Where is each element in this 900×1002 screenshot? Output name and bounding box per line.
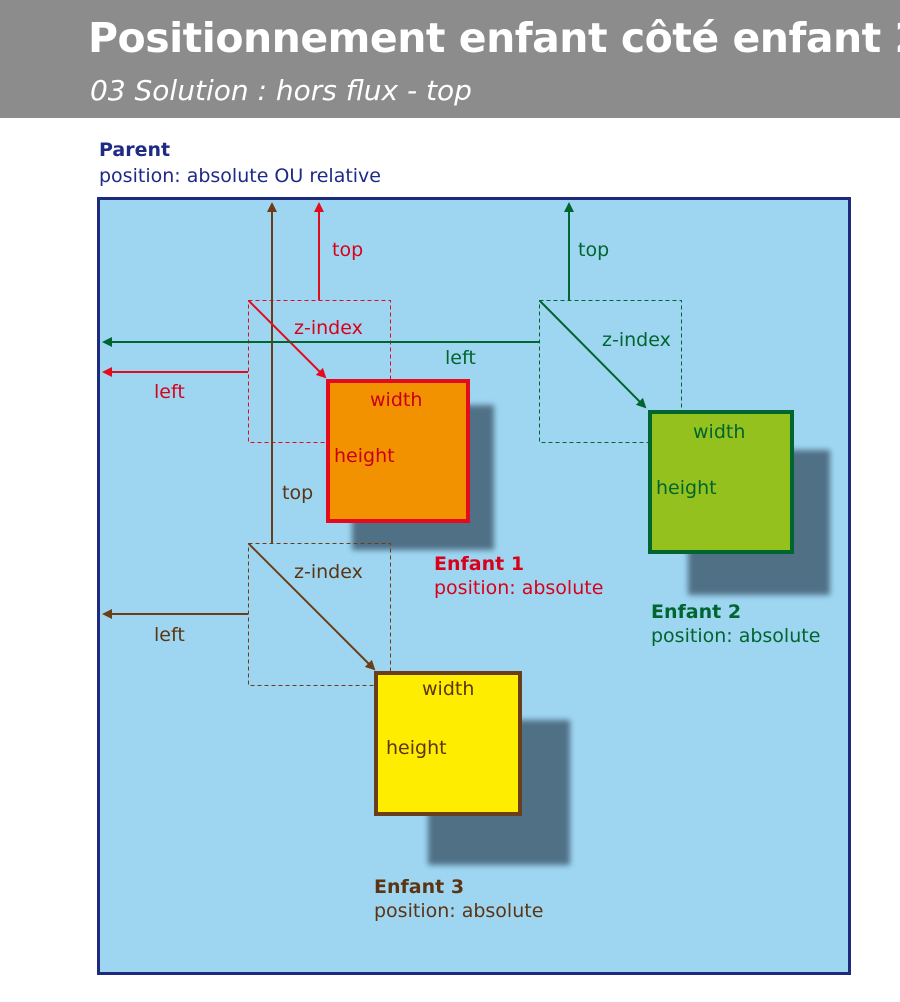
enfant1-left-label: left (154, 381, 185, 403)
enfant1-height-label: height (334, 445, 395, 467)
enfant1-zindex-label: z-index (294, 317, 363, 339)
enfant3-position: position: absolute (374, 900, 544, 922)
enfant1-label: Enfant 1 position: absolute (434, 552, 603, 600)
enfant2-zindex-label: z-index (602, 329, 671, 351)
enfant3-zindex-arrow (248, 543, 376, 671)
enfant1-width-label: width (370, 389, 423, 411)
enfant2-width-label: width (693, 421, 746, 443)
enfant1-title: Enfant 1 (434, 553, 525, 575)
enfant2-position: position: absolute (651, 625, 821, 647)
enfant2-label: Enfant 2 position: absolute (651, 600, 820, 648)
enfant1-box: width height (326, 379, 470, 523)
enfant1-zindex-arrow (248, 300, 327, 379)
header-banner: Positionnement enfant côté enfant 2 03 S… (0, 0, 900, 118)
enfant3-left-label: left (154, 624, 185, 646)
enfant2-left-label: left (445, 347, 476, 369)
enfant2-top-label: top (578, 239, 610, 261)
enfant2-box: width height (648, 410, 794, 554)
enfant3-height-label: height (386, 737, 447, 759)
enfant3-box: width height (374, 671, 522, 816)
enfant3-title: Enfant 3 (374, 876, 465, 898)
parent-position: position: absolute OU relative (99, 165, 381, 187)
enfant3-zindex-label: z-index (294, 561, 363, 583)
parent-title: Parent (99, 139, 171, 161)
enfant1-origin-box (248, 300, 391, 443)
enfant2-title: Enfant 2 (651, 601, 742, 623)
enfant3-width-label: width (422, 678, 475, 700)
enfant2-zindex-arrow (539, 300, 647, 409)
enfant3-label: Enfant 3 position: absolute (374, 875, 543, 923)
enfant3-top-label: top (282, 482, 314, 504)
enfant3-origin-box (248, 543, 391, 686)
enfant2-height-label: height (656, 477, 717, 499)
page-subtitle: 03 Solution : hors flux - top (90, 74, 472, 107)
parent-label: Parent position: absolute OU relative (99, 137, 381, 189)
enfant1-position: position: absolute (434, 577, 604, 599)
page-title: Positionnement enfant côté enfant 2 (88, 14, 900, 62)
enfant2-origin-box (539, 300, 682, 443)
enfant1-top-label: top (332, 239, 364, 261)
